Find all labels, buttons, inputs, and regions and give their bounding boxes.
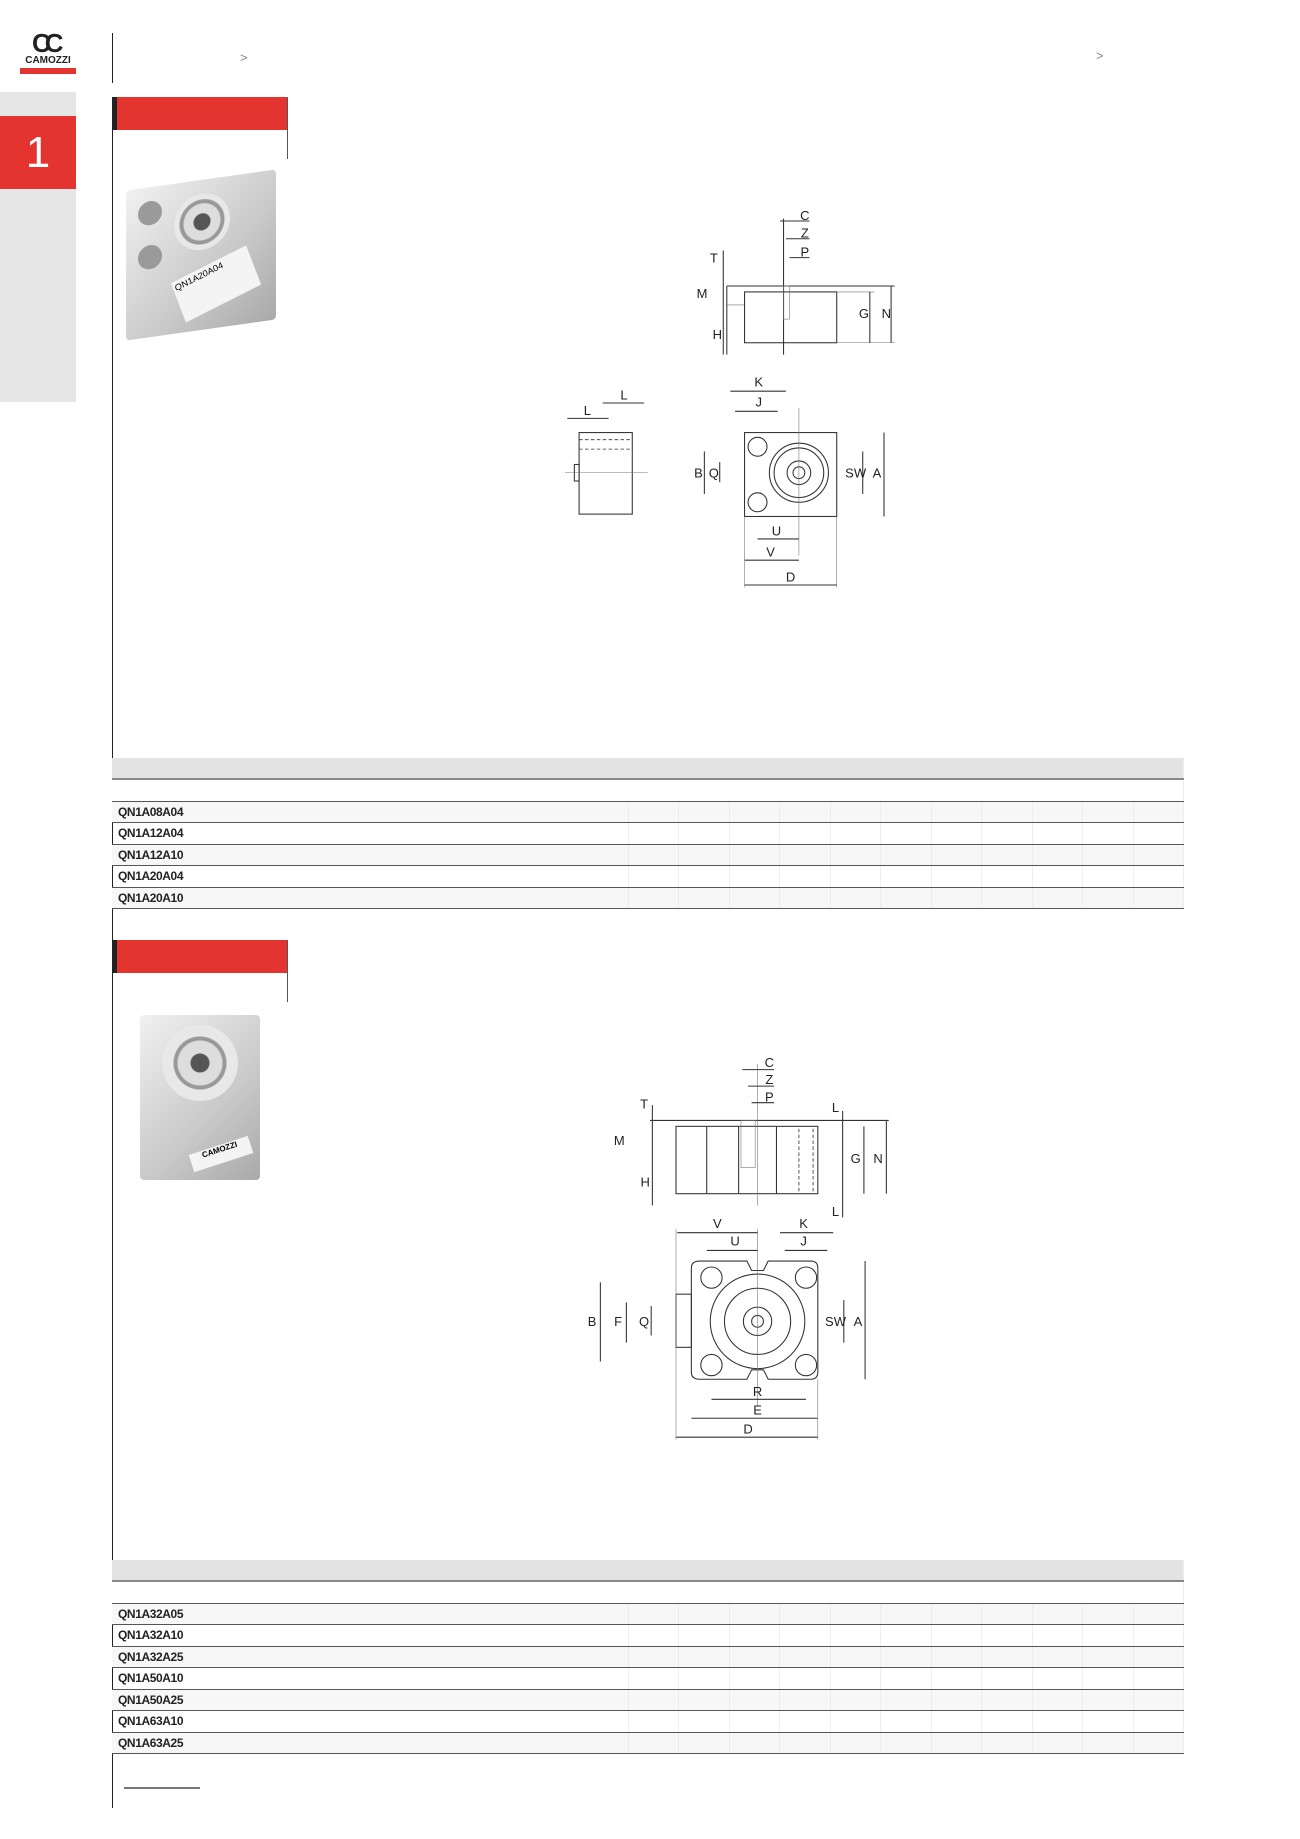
section1-product-photo: QN1A20A04: [126, 169, 276, 341]
breadcrumb-chevron-left[interactable]: >: [240, 50, 248, 65]
piston-rod-icon: [174, 189, 230, 254]
table-row: QN1A50A25: [112, 1689, 1184, 1711]
logo-bar: [20, 68, 76, 74]
model-code: QN1A20A10: [112, 887, 629, 909]
model-code: QN1A20A04: [112, 865, 629, 888]
dim-label: B: [694, 465, 703, 480]
mounting-hole-icon: [138, 199, 162, 227]
table-header-row: [112, 1560, 1184, 1582]
model-code: QN1A50A10: [112, 1667, 629, 1690]
dim-label: Q: [639, 1314, 649, 1329]
dim-label: H: [713, 327, 722, 342]
dim-label: V: [766, 545, 775, 560]
section2-product-photo: CAMOZZI: [140, 1015, 260, 1180]
section1-header-rule: [287, 97, 288, 159]
table-row: QN1A08A04: [112, 801, 1184, 823]
dim-label: K: [754, 374, 763, 389]
dim-label: T: [640, 1097, 648, 1112]
dim-label: SW: [845, 465, 867, 480]
dim-label: L: [620, 387, 627, 402]
table-row: QN1A12A04: [112, 822, 1184, 845]
dim-label: K: [799, 1216, 808, 1231]
dim-label: N: [882, 306, 891, 321]
dim-label: R: [753, 1384, 762, 1399]
section2-table: QN1A32A05 QN1A32A10 QN1A32A25 QN1A50A10 …: [112, 1560, 1184, 1754]
model-code: QN1A32A25: [112, 1646, 629, 1668]
table-row: QN1A63A10: [112, 1710, 1184, 1733]
dim-label: C: [765, 1055, 774, 1070]
table-row: QN1A20A04: [112, 865, 1184, 888]
table-row: QN1A32A25: [112, 1646, 1184, 1668]
table-header-row: [112, 758, 1184, 780]
header-divider: [112, 33, 113, 83]
table-row: QN1A12A10: [112, 844, 1184, 866]
dim-label: J: [800, 1234, 806, 1249]
breadcrumb-chevron-right[interactable]: >: [1096, 48, 1104, 63]
dim-label: B: [588, 1314, 597, 1329]
diagram1-side-view: C Z P T M H G N: [697, 208, 895, 355]
logo-text: CAMOZZI: [25, 55, 71, 66]
dim-label: L: [832, 1100, 839, 1115]
section2-header-bar: [112, 940, 287, 973]
section1-header-bar: [112, 97, 287, 130]
dim-label: H: [641, 1175, 650, 1190]
diagram2-side-view: C Z P T M H L L G N: [614, 1055, 889, 1219]
diagram2-front-view: V U K J B F Q SW A R E D: [588, 1216, 866, 1440]
dim-label: G: [851, 1151, 861, 1166]
product-label: QN1A20A04: [170, 245, 262, 323]
section2-header-rule: [287, 940, 288, 1002]
dim-label: Z: [801, 226, 809, 241]
dim-label: L: [832, 1204, 839, 1219]
section1-table: QN1A08A04 QN1A12A04 QN1A12A10 QN1A20A04 …: [112, 758, 1184, 909]
table-subheader-row: [112, 779, 1184, 802]
table-row: QN1A32A05: [112, 1603, 1184, 1625]
dim-label: A: [873, 465, 882, 480]
dim-label: Q: [709, 465, 719, 480]
model-code: QN1A32A05: [112, 1603, 629, 1625]
dim-label: D: [743, 1422, 752, 1437]
mounting-hole-icon: [138, 243, 162, 271]
model-code: QN1A63A25: [112, 1732, 629, 1754]
chapter-tab[interactable]: 1: [0, 116, 76, 189]
model-code: QN1A12A10: [112, 844, 629, 866]
model-code: QN1A12A04: [112, 822, 629, 845]
table-subheader-row: [112, 1581, 1184, 1604]
dim-label: L: [584, 403, 591, 418]
camozzi-logo[interactable]: CC CAMOZZI: [18, 28, 78, 74]
dim-label: N: [873, 1151, 882, 1166]
dim-label: U: [730, 1234, 739, 1249]
dim-label: P: [765, 1090, 774, 1105]
dim-label: C: [800, 208, 809, 223]
diagram1-front-view: K J B Q SW A U V D: [694, 374, 885, 588]
dim-label: SW: [825, 1314, 847, 1329]
dim-label: M: [614, 1133, 625, 1148]
dim-label: P: [800, 244, 809, 259]
table-row: QN1A32A10: [112, 1624, 1184, 1647]
model-code: QN1A63A10: [112, 1710, 629, 1733]
dim-label: G: [859, 306, 869, 321]
dim-label: D: [786, 569, 795, 584]
dim-label: M: [697, 286, 708, 301]
model-code: QN1A32A10: [112, 1624, 629, 1647]
table-row: QN1A20A10: [112, 887, 1184, 909]
diagram1-end-view: L L: [564, 387, 648, 515]
dim-label: U: [772, 523, 781, 538]
model-code: QN1A50A25: [112, 1689, 629, 1711]
table-row: QN1A63A25: [112, 1732, 1184, 1754]
dim-label: Z: [765, 1072, 773, 1087]
dim-label: J: [755, 395, 761, 410]
dim-label: V: [713, 1216, 722, 1231]
model-code: QN1A08A04: [112, 801, 629, 823]
table-row: QN1A50A10: [112, 1667, 1184, 1690]
dim-label: F: [614, 1314, 622, 1329]
footer-rule: [124, 1787, 200, 1789]
piston-rod-icon: [162, 1025, 238, 1101]
dim-label: E: [753, 1403, 762, 1418]
product-label: CAMOZZI: [188, 1135, 254, 1173]
dim-label: A: [854, 1314, 863, 1329]
dim-label: T: [710, 250, 718, 265]
